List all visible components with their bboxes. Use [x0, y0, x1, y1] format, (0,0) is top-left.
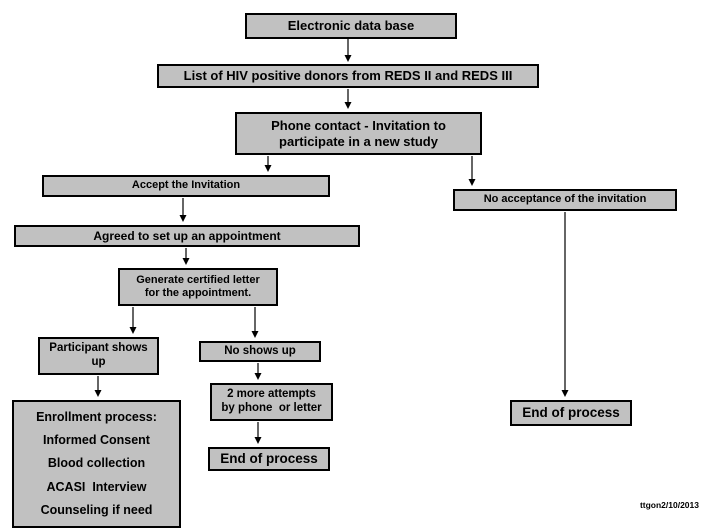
node-end-of-process-right: End of process — [510, 400, 632, 426]
enrollment-line-title: Enrollment process: — [36, 410, 157, 425]
node-donor-list: List of HIV positive donors from REDS II… — [157, 64, 539, 88]
node-no-acceptance: No acceptance of the invitation — [453, 189, 677, 211]
enrollment-line-counseling: Counseling if need — [40, 502, 153, 517]
author-date-watermark: ttgon2/10/2013 — [639, 500, 699, 510]
enrollment-line-blood-collection: Blood collection — [47, 456, 146, 471]
node-end-of-process-left: End of process — [208, 447, 330, 471]
enrollment-line-informed-consent: Informed Consent — [43, 433, 150, 448]
node-no-shows-up: No shows up — [199, 341, 321, 362]
node-agreed-appointment: Agreed to set up an appointment — [14, 225, 360, 247]
node-electronic-database: Electronic data base — [245, 13, 457, 39]
node-more-attempts: 2 more attempts by phone or letter — [210, 383, 333, 421]
node-participant-shows-up: Participant shows up — [38, 337, 159, 375]
node-accept-invitation: Accept the Invitation — [42, 175, 330, 197]
enrollment-line-acasi-interview: ACASI Interview — [46, 479, 147, 494]
node-enrollment-process: Enrollment process: Informed Consent Blo… — [12, 400, 181, 528]
node-phone-contact: Phone contact - Invitation to participat… — [235, 112, 482, 155]
node-certified-letter: Generate certified letter for the appoin… — [118, 268, 278, 306]
